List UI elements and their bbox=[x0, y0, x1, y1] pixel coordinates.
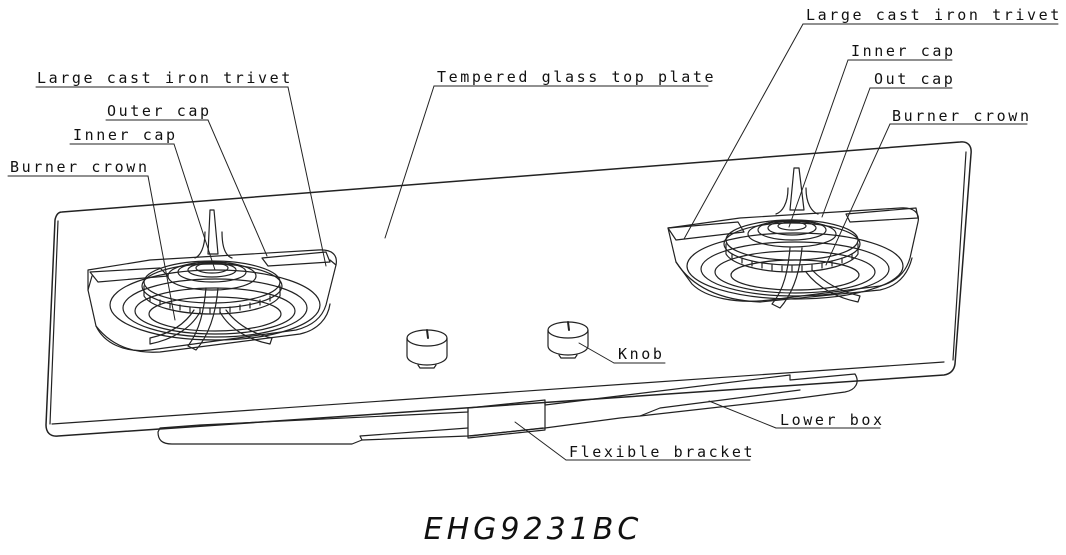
label-knob: Knob bbox=[618, 345, 665, 363]
glass-top-plate bbox=[45, 141, 972, 437]
label-lower-box: Lower box bbox=[780, 411, 885, 429]
knob-left[interactable] bbox=[406, 329, 448, 369]
label-flexible-bracket: Flexible bracket bbox=[569, 443, 756, 461]
right-burner bbox=[667, 167, 919, 309]
label-right-trivet: Large cast iron trivet bbox=[806, 6, 1062, 24]
label-left-inner-cap: Inner cap bbox=[73, 126, 178, 144]
leader-lines bbox=[7, 23, 1059, 461]
label-left-burner-crown: Burner crown bbox=[10, 158, 150, 176]
label-right-burner-crown: Burner crown bbox=[892, 107, 1032, 125]
label-left-trivet: Large cast iron trivet bbox=[37, 69, 293, 87]
left-burner bbox=[87, 209, 337, 353]
knob-right[interactable] bbox=[547, 321, 589, 359]
label-right-out-cap: Out cap bbox=[874, 70, 956, 88]
label-glass-plate: Tempered glass top plate bbox=[437, 68, 717, 86]
flexible-bracket bbox=[467, 401, 546, 439]
label-right-inner-cap: Inner cap bbox=[851, 42, 956, 60]
label-left-outer-cap: Outer cap bbox=[107, 102, 212, 120]
model-number: EHG9231BC bbox=[423, 512, 643, 547]
